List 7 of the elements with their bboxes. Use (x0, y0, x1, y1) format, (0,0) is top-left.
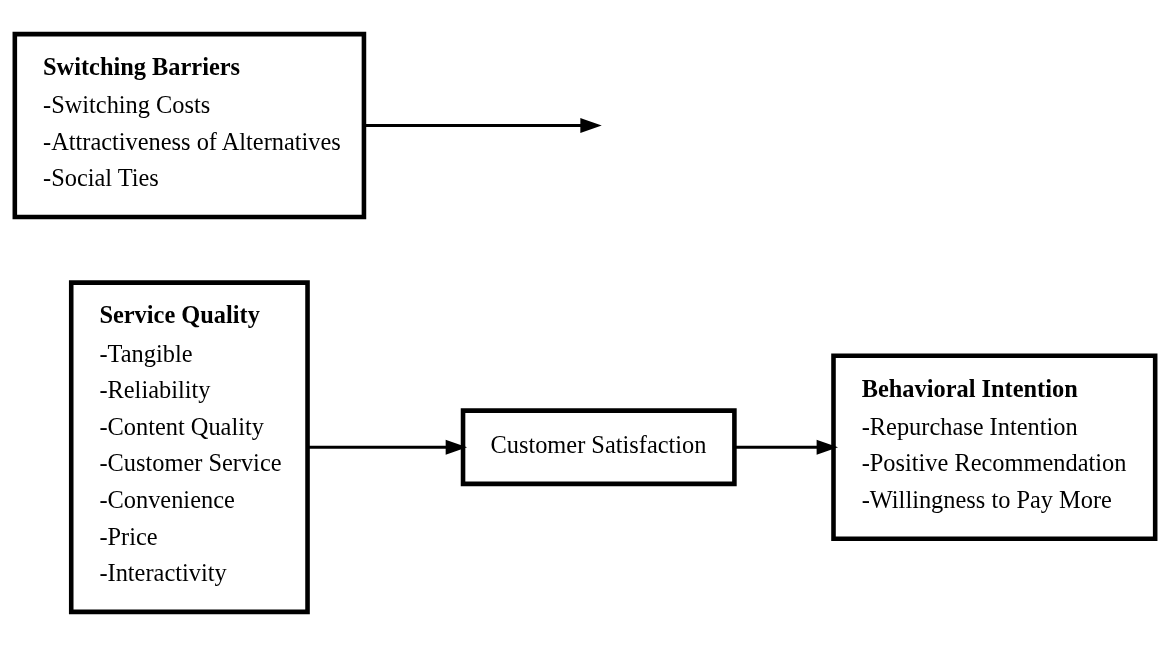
node-box: Customer Satisfaction (460, 408, 737, 487)
arrow (364, 118, 602, 134)
arrow (307, 439, 468, 455)
node-box: Behavioral Intention -Repurchase Intention -Positive Recommendation -Willingness to Pay More (831, 353, 1158, 541)
node-box: Service Quality -Tangible -Reliability -Content Quality -Customer Service -Convenience -Price -Interactivity (68, 280, 310, 615)
arrow (734, 439, 838, 455)
node-box: Switching Barriers -Switching Costs -Attractiveness of Alternatives -Social Ties (12, 31, 367, 220)
